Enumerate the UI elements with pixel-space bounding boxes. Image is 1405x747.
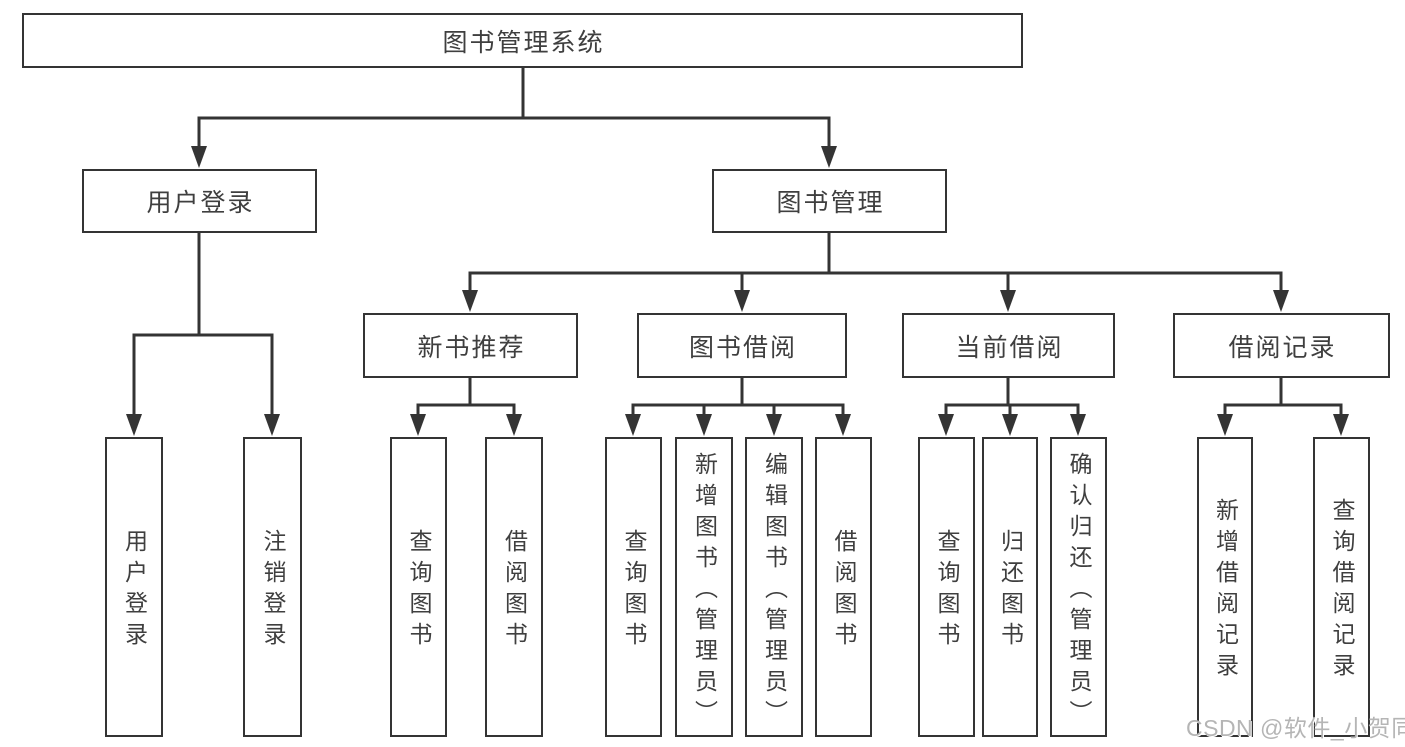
node-new-book-recommend-label: 新书推荐 xyxy=(417,333,526,362)
leaf-logout-label: 注销登录 xyxy=(260,529,286,653)
leaf-add-book-admin: 新增图书（管理员） xyxy=(675,437,733,737)
leaf-query-borrow-record-label: 查询借阅记录 xyxy=(1329,498,1355,684)
leaf-user-login: 用户登录 xyxy=(105,437,163,737)
leaf-return-book-label: 归还图书 xyxy=(997,529,1024,653)
node-book-borrowing: 图书借阅 xyxy=(637,313,847,378)
leaf-confirm-return-admin-label: 确认归还（管理员） xyxy=(1066,451,1092,731)
leaf-query-book-3: 查询图书 xyxy=(918,437,975,737)
leaf-user-login-label: 用户登录 xyxy=(121,529,148,653)
leaf-query-book-1: 查询图书 xyxy=(390,437,447,737)
leaf-query-book-3-label: 查询图书 xyxy=(934,529,960,653)
watermark: CSDN @软件_小贺同学 xyxy=(1186,715,1405,741)
node-book-borrowing-label: 图书借阅 xyxy=(688,333,797,362)
leaf-confirm-return-admin: 确认归还（管理员） xyxy=(1050,437,1107,737)
leaf-borrow-book-1-label: 借阅图书 xyxy=(501,529,528,653)
node-user-login-branch: 用户登录 xyxy=(82,169,317,233)
node-new-book-recommend: 新书推荐 xyxy=(363,313,578,378)
leaf-query-book-1-label: 查询图书 xyxy=(406,529,432,653)
node-root-system: 图书管理系统 xyxy=(22,13,1023,68)
leaf-query-book-2: 查询图书 xyxy=(605,437,662,737)
node-borrowing-records: 借阅记录 xyxy=(1173,313,1390,378)
node-user-login-branch-label: 用户登录 xyxy=(146,189,255,217)
leaf-return-book: 归还图书 xyxy=(982,437,1038,737)
leaf-add-borrow-record: 新增借阅记录 xyxy=(1197,437,1253,737)
arrowheads xyxy=(126,146,1349,436)
node-current-borrowing: 当前借阅 xyxy=(902,313,1115,378)
leaf-query-book-2-label: 查询图书 xyxy=(621,529,647,653)
leaf-logout: 注销登录 xyxy=(243,437,302,737)
node-book-management: 图书管理 xyxy=(712,169,947,233)
node-borrowing-records-label: 借阅记录 xyxy=(1228,333,1337,362)
leaf-borrow-book-1: 借阅图书 xyxy=(485,437,543,737)
leaf-edit-book-admin: 编辑图书（管理员） xyxy=(745,437,803,737)
node-book-management-label: 图书管理 xyxy=(776,189,885,217)
connector-paths xyxy=(132,66,1343,422)
leaf-query-borrow-record: 查询借阅记录 xyxy=(1313,437,1370,737)
leaf-add-book-admin-label: 新增图书（管理员） xyxy=(691,451,718,731)
node-root-system-label: 图书管理系统 xyxy=(442,28,605,57)
node-current-borrowing-label: 当前借阅 xyxy=(955,333,1064,362)
leaf-edit-book-admin-label: 编辑图书（管理员） xyxy=(761,451,788,731)
leaf-borrow-book-2: 借阅图书 xyxy=(815,437,872,737)
leaf-add-borrow-record-label: 新增借阅记录 xyxy=(1212,498,1239,684)
leaf-borrow-book-2-label: 借阅图书 xyxy=(831,529,857,653)
